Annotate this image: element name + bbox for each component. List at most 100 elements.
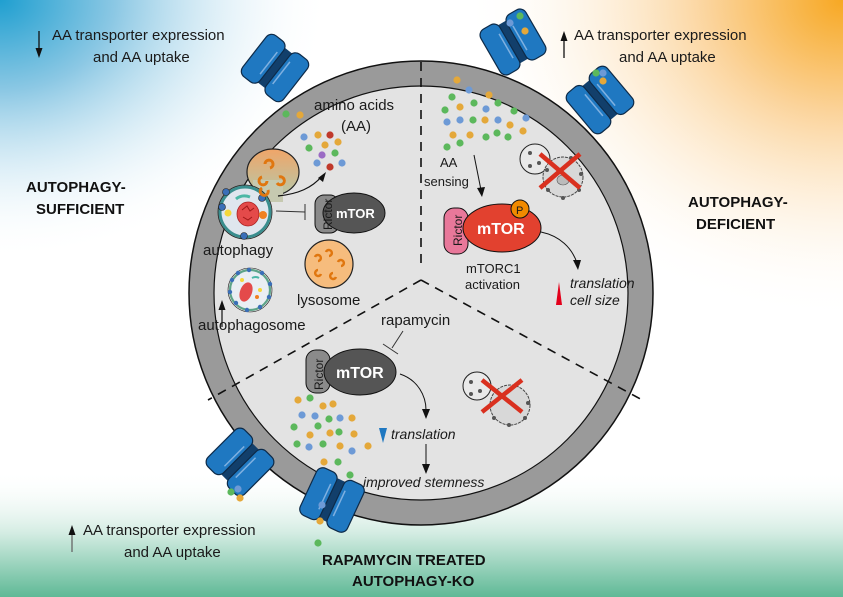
amino-acid-dot [321,141,329,149]
aa-sensing-arrow [473,154,485,197]
mtor-label: mTOR [336,206,375,221]
increase-triangle-icon [556,282,562,305]
deficient-outcome-line1: translation [570,275,635,291]
amino-acid-dot [306,394,314,402]
mtorc1-to-translation-arrow [540,231,581,270]
amino-acid-dot [522,114,530,122]
sector-dividers [207,62,647,403]
rictor-label: Rictor [321,199,335,230]
amino-acid-dot [296,111,304,119]
amino-acid-dot [294,396,302,404]
amino-acid-dot [456,103,464,111]
amino-acid-dot [320,458,328,466]
amino-acid-dot [449,131,457,139]
amino-acid-dot [504,133,512,141]
deficient-transporter-note: AA transporter expression and AA uptake [560,27,747,66]
amino-acid-dot [482,105,490,113]
arrow-up-icon [560,31,568,58]
transporter-icon [479,8,547,76]
amino-acid-dot [348,447,356,455]
amino-acid-dot [314,131,322,139]
aa-sensing-label-line2: sensing [424,174,469,189]
rapamycin-note-line1: AA transporter expression [83,522,256,539]
deficient-outcome-line2: cell size [570,292,620,308]
amino-acid-dot [441,106,449,114]
amino-acid-dot [482,133,490,141]
amino-acid-dot [599,77,607,85]
amino-acid-dot [466,131,474,139]
amino-acid-dot [448,93,456,101]
amino-acid-dot [510,107,518,115]
impaired-autophagy-icon-bottom [462,371,531,427]
impaired-autophagy-icon [519,143,584,200]
amino-acid-dot [236,494,244,502]
rapamycin-inhibition [382,330,404,355]
phosphate-badge [510,199,530,219]
amino-acid-dot [443,118,451,126]
amino-acid-dot [350,430,358,438]
lysosome-label: lysosome [297,292,360,309]
sufficient-condition-title-line2: SUFFICIENT [36,201,124,218]
amino-acid-dot [329,400,337,408]
amino-acid-dot [506,19,514,27]
amino-acid-dot [326,131,334,139]
mtor-shape-rapamycin [323,348,397,396]
autophagosome-label: autophagosome [198,317,306,334]
mtor-label-active: mTOR [477,221,525,238]
amino-acid-dot [346,471,354,479]
autophagy-label: autophagy [203,242,274,259]
arrow-up-icon [68,525,76,552]
rictor-label-rapamycin: Rictor [312,359,326,390]
amino-acid-dot [465,86,473,94]
amino-acid-dot [494,116,502,124]
rapamycin-translation-label: translation [391,426,456,442]
divider-right [420,279,647,403]
amino-acid-dot [325,415,333,423]
amino-acid-dot [306,431,314,439]
inhibition-to-mtor [275,204,306,220]
transporter-icon [240,33,310,103]
sufficient-condition-title-line1: AUTOPHAGY- [26,179,126,196]
amino-acid-dot [313,159,321,167]
amino-acid-dot [234,485,242,493]
sufficient-note-line2: and AA uptake [93,49,190,66]
deficient-condition-title-line1: AUTOPHAGY- [688,194,788,211]
phosphate-label: P [516,205,523,217]
transporter-icon [205,427,275,497]
amino-acid-dot [470,99,478,107]
amino-acid-dot [592,69,600,77]
amino-acid-dot [318,501,326,509]
transporter-icon [299,467,365,533]
rapamycin-transporter-note: AA transporter expression and AA uptake [68,522,256,561]
rapamycin-label: rapamycin [381,312,450,329]
amino-acid-dot [314,539,322,547]
decrease-triangle-icon [379,428,387,443]
amino-acid-dot [300,133,308,141]
amino-acids-label-line1: amino acids [314,97,394,114]
amino-acid-dot [305,443,313,451]
amino-acid-dot [456,116,464,124]
amino-acid-dot [314,422,322,430]
amino-acid-dot [319,440,327,448]
amino-acid-dot [364,442,372,450]
arrowhead-icon [318,172,326,182]
amino-acid-dot [331,149,339,157]
amino-acid-dot [319,402,327,410]
amino-acid-dot [516,12,524,20]
autophagy-icon [217,148,300,240]
amino-acid-dot [326,163,334,171]
mtor-complex-sufficient: Rictor mTOR [314,192,386,234]
sufficient-note-line1: AA transporter expression [52,27,225,44]
amino-acid-dot [348,414,356,422]
autophagosome-icon [227,267,273,313]
amino-acid-dot [481,116,489,124]
mtor-complex-active: Rictor mTOR P [443,199,542,255]
amino-acid-dot [227,488,235,496]
amino-acid-dot [334,138,342,146]
mtor-label-rapamycin: mTOR [336,365,384,382]
amino-acid-dot [336,414,344,422]
amino-acid-dot [338,159,346,167]
stemness-label: improved stemness [363,474,484,490]
